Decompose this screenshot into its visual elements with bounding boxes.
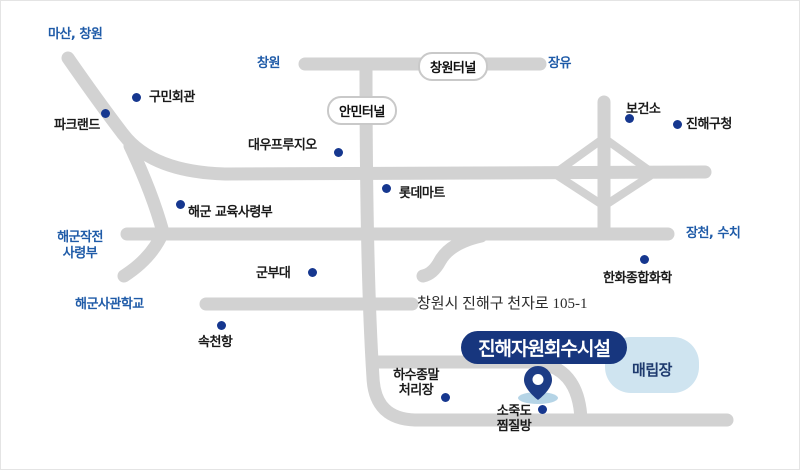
marker-dot-parkland [101,109,110,118]
label-jinhae-district-office: 진해구청 [686,117,732,132]
road-northwest-swoosh [61,51,712,181]
marker-dot-navy-education-command [176,200,185,209]
label-sojukdo-jjimjilbang: 소죽도 찜질방 [496,404,532,434]
label-dest-jangyu: 장유 [548,56,571,71]
marker-dot-gumin-hall [132,93,141,102]
marker-dot-lotte-mart [382,184,391,193]
road-naval-fork [117,139,170,283]
badge-changwon-tunnel: 창원터널 [418,52,488,81]
label-hanwha-chemical: 한화종합화학 [603,271,672,286]
location-pin-icon [524,366,552,400]
label-navy-education-command: 해군 교육사령부 [188,205,273,220]
facility-name-badge: 진해자원회수시설 [461,331,627,364]
facility-address: 창원시 진해구 천자로 105-1 [417,296,588,312]
label-gumin-hall: 구민회관 [149,90,195,105]
label-navy-operations-command: 해군작전 사령부 [57,230,103,261]
label-health-center: 보건소 [626,102,661,117]
label-dest-masan-changwon: 마산, 창원 [48,27,103,42]
label-dest-jangcheon-suchi: 장천, 수치 [686,226,741,241]
label-parkland: 파크랜드 [54,118,100,133]
badge-anmin-tunnel: 안민터널 [327,96,397,125]
marker-dot-hanwha-chemical [640,255,649,264]
marker-dot-sojukdo-jjimjilbang [538,405,547,414]
road-anmin-vertical-and-bottom [359,57,734,427]
label-dest-changwon: 창원 [257,56,280,71]
road-ramp [416,229,488,283]
label-military-base: 군부대 [256,266,291,281]
landfill-label: 매립장 [632,361,672,379]
marker-dot-military-base [308,268,317,277]
label-sewage-plant: 하수종말 처리장 [393,368,439,398]
label-naval-academy: 해군사관학교 [75,297,144,312]
marker-dot-sewage-plant [441,393,450,402]
marker-dot-daewoo-prugio [334,148,343,157]
marker-dot-jinhae-district-office [673,120,682,129]
marker-dot-sokcheon-port [217,321,226,330]
label-daewoo-prugio: 대우프루지오 [248,138,317,153]
label-lotte-mart: 롯데마트 [399,186,445,201]
marker-dot-health-center [625,114,634,123]
landfill-area: 매립장 [605,337,699,393]
label-sokcheon-port: 속천항 [198,335,233,350]
interchange-diamond [554,134,654,210]
